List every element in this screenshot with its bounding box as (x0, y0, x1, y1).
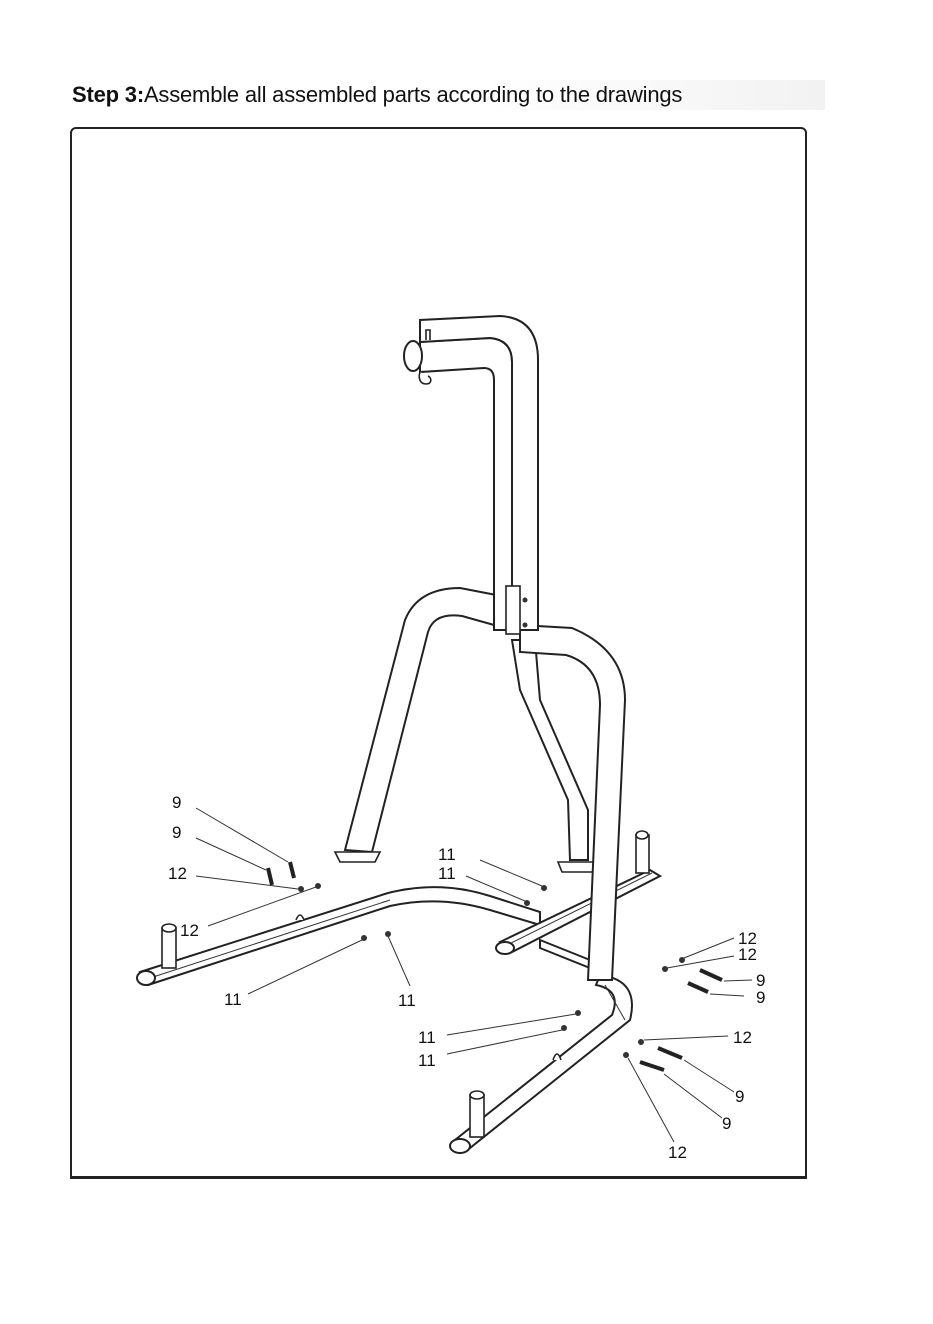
callout-label: 12 (668, 1143, 687, 1162)
callout-label: 12 (180, 921, 199, 940)
callout-label: 11 (418, 1051, 436, 1070)
rear-leg-left (335, 588, 512, 862)
rear-leg-right (512, 640, 598, 872)
callout-label: 9 (756, 988, 765, 1007)
callout-label: 11 (418, 1028, 436, 1047)
callout-label: 11 (224, 990, 242, 1009)
upright-post (404, 316, 538, 630)
callout-label: 9 (172, 823, 181, 842)
callout-label: 11 (398, 991, 416, 1010)
callout-label: 12 (738, 945, 757, 964)
callout-label: 11 (438, 864, 456, 883)
callout-label: 9 (722, 1114, 731, 1133)
callout-label: 11 (438, 845, 456, 864)
callout-label: 9 (172, 793, 181, 812)
callout-labels: 9 9 12 12 11 11 11 11 12 12 9 9 11 11 12… (168, 793, 765, 1162)
base-right-arm (450, 975, 632, 1153)
callout-label: 12 (168, 864, 187, 883)
hardware-parts (268, 862, 722, 1070)
callout-label: 9 (735, 1087, 744, 1106)
callout-label: 12 (733, 1028, 752, 1047)
